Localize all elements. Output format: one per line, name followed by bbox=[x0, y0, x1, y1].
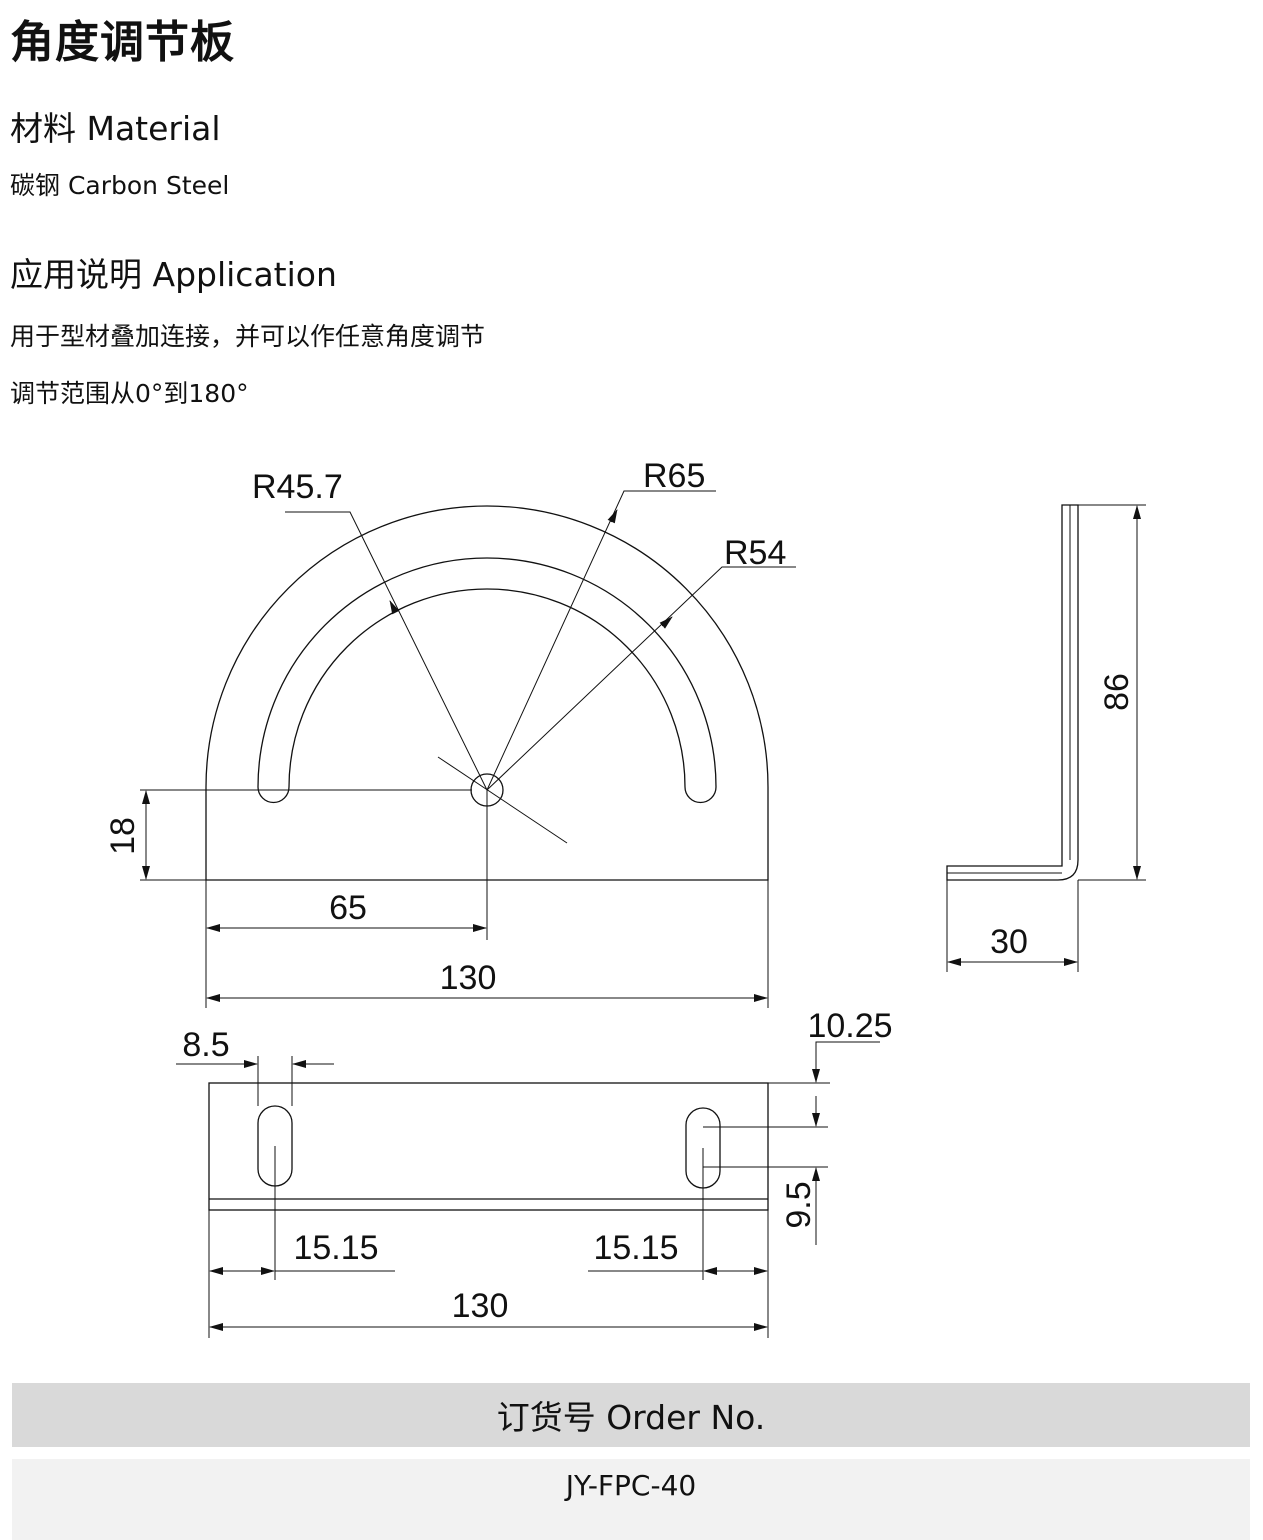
application-line-1: 用于型材叠加连接，并可以作任意角度调节 bbox=[10, 322, 486, 351]
dim-30-label: 30 bbox=[990, 923, 1028, 961]
angle-profile bbox=[946, 504, 1079, 881]
dim-15-15-right-label: 15.15 bbox=[593, 1229, 678, 1267]
dim-130-label: 130 bbox=[440, 959, 497, 997]
technical-drawing: R45.7 R65 R54 18 65 130 86 30 bbox=[104, 457, 1146, 1338]
material-value: 碳钢 Carbon Steel bbox=[10, 171, 230, 200]
dim-15-15-left-label: 15.15 bbox=[293, 1229, 378, 1267]
arc-slot bbox=[257, 557, 717, 804]
order-number-cell: JY-FPC-40 bbox=[12, 1459, 1250, 1540]
plate-outline bbox=[205, 505, 769, 881]
label-r65: R65 bbox=[643, 457, 705, 495]
bottom-view bbox=[176, 1041, 880, 1338]
order-number: JY-FPC-40 bbox=[565, 1469, 697, 1502]
dim-86-label: 86 bbox=[1098, 673, 1136, 711]
material-heading: 材料 Material bbox=[10, 109, 221, 148]
application-line-2: 调节范围从0°到180° bbox=[10, 379, 249, 408]
dim-18-label: 18 bbox=[104, 817, 142, 855]
base-outline bbox=[208, 1082, 769, 1211]
label-r54: R54 bbox=[724, 534, 786, 572]
dim-130-bottom-label: 130 bbox=[452, 1287, 509, 1325]
order-header: 订货号 Order No. bbox=[12, 1383, 1250, 1447]
dim-10-25-label: 10.25 bbox=[807, 1007, 892, 1045]
dim-65-label: 65 bbox=[329, 889, 367, 927]
side-view bbox=[946, 504, 1146, 972]
dim-8-5-label: 8.5 bbox=[182, 1026, 229, 1064]
order-header-label: 订货号 Order No. bbox=[496, 1398, 766, 1437]
label-r45-7: R45.7 bbox=[252, 468, 343, 506]
application-heading: 应用说明 Application bbox=[10, 255, 337, 294]
dim-9-5-label: 9.5 bbox=[780, 1181, 818, 1228]
page-title: 角度调节板 bbox=[10, 17, 235, 68]
front-view bbox=[140, 490, 796, 1008]
